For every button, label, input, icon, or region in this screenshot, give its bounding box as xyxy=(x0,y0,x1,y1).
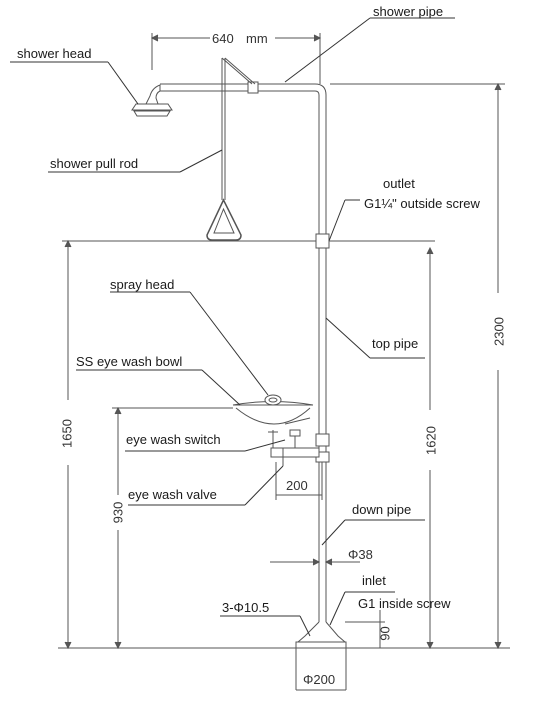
dim-arm-length-lines xyxy=(152,33,320,84)
shower-horizontal-pipe xyxy=(160,82,326,95)
label-inlet: inlet xyxy=(362,573,386,588)
dim-bowl-height: 930 xyxy=(110,501,126,524)
dim-total-height-lines xyxy=(330,84,505,648)
outlet-leader xyxy=(329,200,360,241)
dim-pipe-height: 1620 xyxy=(423,426,439,455)
dim-total-height: 2300 xyxy=(491,317,507,346)
label-mount-holes: 3-Φ10.5 xyxy=(222,600,270,615)
label-outlet: outlet xyxy=(383,176,415,191)
label-shower-head: shower head xyxy=(17,46,92,61)
eye-wash-bowl-shape xyxy=(233,395,319,466)
label-eye-wash-bowl: SS eye wash bowl xyxy=(76,354,183,369)
label-eye-wash-valve: eye wash valve xyxy=(128,487,217,502)
base-shape xyxy=(296,622,346,648)
dim-pipe-height-lines xyxy=(427,248,433,648)
dim-outlet-height: 1650 xyxy=(59,419,75,448)
label-outlet-thread: G1¼" outside screw xyxy=(364,196,480,211)
dim-outlet-height-lines xyxy=(62,241,435,648)
dim-base-height: 90 xyxy=(377,626,393,641)
dim-pipe-diameter: Φ38 xyxy=(348,547,373,562)
label-top-pipe: top pipe xyxy=(372,336,419,351)
label-down-pipe: down pipe xyxy=(352,502,412,517)
dim-base-diameter: Φ200 xyxy=(303,672,336,687)
label-shower-pipe: shower pipe xyxy=(373,4,444,19)
dim-arm-length: 640 xyxy=(212,31,234,46)
shower-head-shape xyxy=(132,85,172,116)
dim-pipe-diameter-lines xyxy=(270,559,360,565)
pull-rod-shape xyxy=(207,58,255,240)
dim-bowl-offset-lines xyxy=(276,462,322,500)
dim-bowl-height-lines xyxy=(112,408,233,648)
leader-lines xyxy=(10,18,455,636)
label-shower-pull-rod: shower pull rod xyxy=(50,156,139,171)
main-vertical-pipe xyxy=(316,95,329,622)
label-inlet-thread: G1 inside screw xyxy=(358,596,451,611)
label-spray-head: spray head xyxy=(110,277,175,292)
dim-bowl-offset: 200 xyxy=(286,478,308,493)
dim-base-height-lines xyxy=(345,610,385,648)
dim-arm-unit: mm xyxy=(246,31,268,46)
label-eye-wash-switch: eye wash switch xyxy=(126,432,221,447)
